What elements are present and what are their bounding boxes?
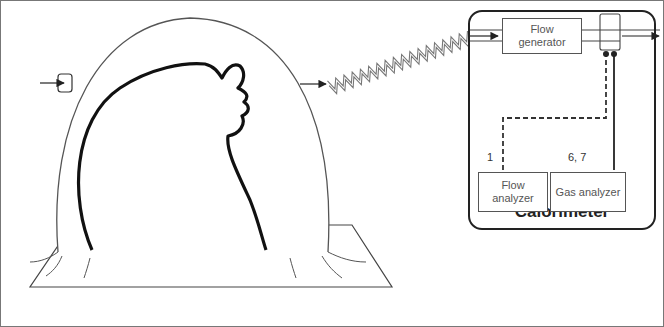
gas-analyzer-box: Gas analyzer bbox=[550, 172, 626, 212]
callout-number: 6, 7 bbox=[567, 151, 587, 163]
box-label: Flow analyzer bbox=[483, 179, 543, 204]
sensor-dot bbox=[603, 51, 609, 57]
outflow-arrow bbox=[622, 35, 659, 36]
hose-coil bbox=[327, 31, 467, 89]
sensor-dot bbox=[611, 51, 617, 57]
hose-coil bbox=[329, 36, 469, 94]
inlet-arrow bbox=[40, 82, 64, 83]
canopy-hood bbox=[57, 18, 329, 252]
port-tube bbox=[600, 41, 620, 42]
inflow-arrow bbox=[470, 35, 498, 36]
hose bbox=[327, 31, 469, 94]
callout-number: 1 bbox=[486, 151, 494, 163]
gas-sample-line bbox=[613, 56, 615, 170]
drape-lines bbox=[30, 252, 366, 278]
box-label: Gas analyzer bbox=[556, 186, 621, 199]
box-label: Flow generator bbox=[507, 23, 577, 48]
patient-head bbox=[79, 64, 266, 250]
flow-generator-box: Flow generator bbox=[502, 18, 582, 54]
calorimeter-housing: CalorimeterFlow generatorFlow analyzerGa… bbox=[468, 10, 656, 230]
outlet-arrow bbox=[300, 83, 326, 84]
sampling-port bbox=[600, 14, 620, 50]
flow-analyzer-box: Flow analyzer bbox=[478, 172, 548, 212]
port-tube bbox=[600, 30, 620, 31]
flow-signal-line bbox=[503, 56, 606, 170]
